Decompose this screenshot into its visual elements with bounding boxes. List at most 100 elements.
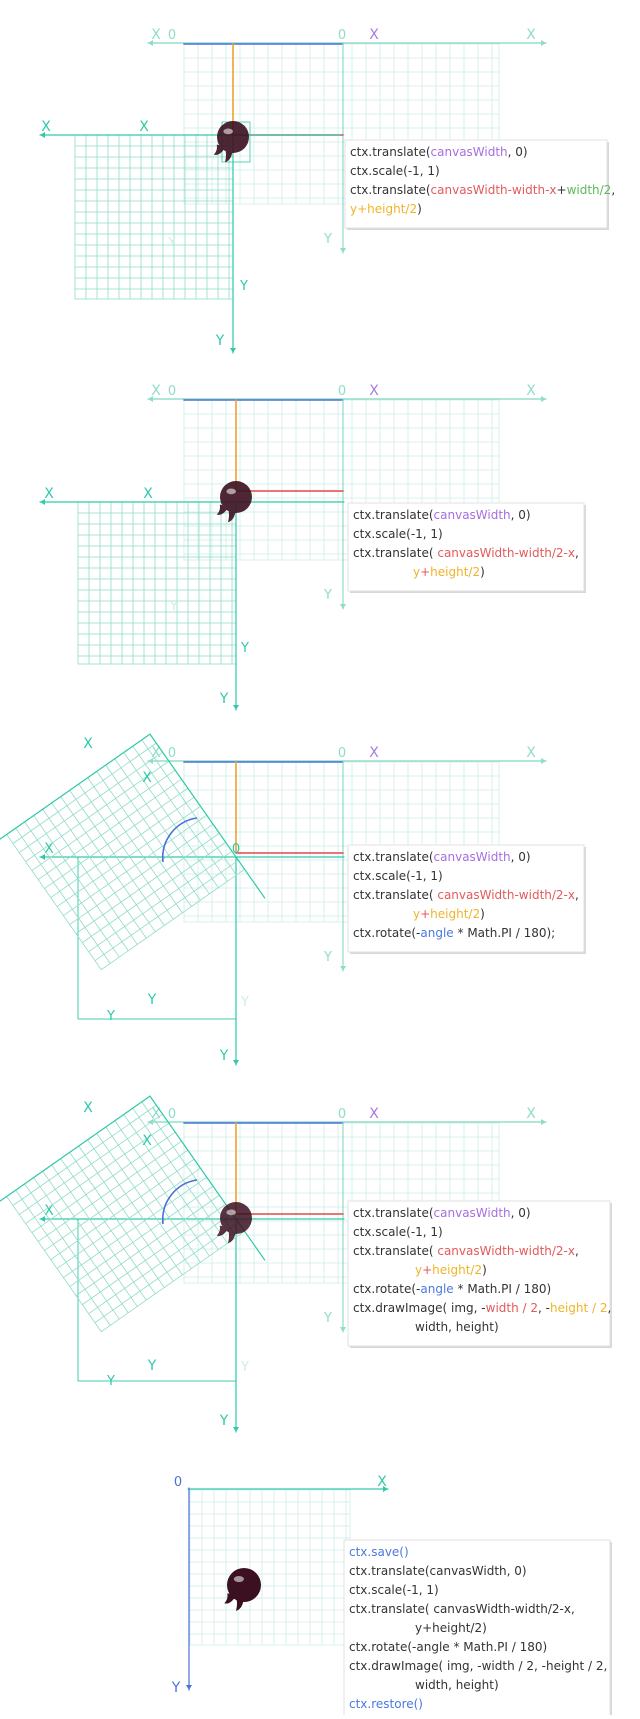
object-y-axis	[233, 501, 239, 711]
code-box-panel-1: ctx.translate(canvasWidth, 0)ctx.scale(-…	[344, 139, 615, 230]
rotation-angle-arc	[161, 817, 198, 863]
code-token: angle	[420, 1282, 453, 1296]
blob-body	[227, 1568, 261, 1602]
character-blob	[216, 481, 252, 523]
x-axis-label: X	[44, 486, 54, 502]
code-token: canvasWidth-width/2-x	[437, 888, 575, 902]
grid-line	[87, 777, 183, 914]
x-axis-label: X	[526, 383, 536, 399]
zero-label: 0	[168, 384, 176, 399]
code-token: ctx.translate(	[353, 1244, 437, 1258]
grid-line	[88, 850, 233, 952]
grid-line	[94, 859, 239, 961]
canvas-x-axis	[187, 1486, 389, 1492]
code-token: ctx.save()	[349, 1545, 409, 1559]
grid-line	[60, 796, 156, 933]
axis-arrowhead	[383, 1486, 388, 1492]
code-token: height/2	[430, 907, 480, 921]
code-token: ctx.scale(-1, 1)	[353, 527, 443, 541]
code-token: )	[480, 907, 485, 921]
code-box	[347, 844, 585, 953]
axis-arrowhead	[233, 1060, 239, 1065]
code-token: ctx.restore()	[349, 1697, 423, 1711]
code-line: ctx.restore()	[349, 1697, 423, 1711]
code-token: , -	[538, 1301, 550, 1315]
axis-arrowhead	[186, 1685, 192, 1690]
code-token: ,	[611, 183, 615, 197]
grid-line	[50, 796, 195, 898]
code-token: angle	[420, 926, 453, 940]
grid-line	[123, 752, 219, 888]
code-line: ctx.scale(-1, 1)	[353, 869, 443, 883]
code-token: ctx.rotate(-angle * Math.PI / 180)	[349, 1640, 547, 1654]
x-axis-label: X	[83, 736, 93, 752]
y-axis-label: Y	[240, 995, 249, 1010]
x-axis-label: X	[139, 119, 149, 135]
code-line: ctx.translate(canvasWidth, 0)	[353, 850, 531, 864]
code-token: +	[420, 565, 430, 579]
mirrored-grid	[74, 134, 234, 300]
y-axis-label: Y	[169, 599, 178, 613]
zero-label: 0	[232, 842, 240, 857]
grid-line	[78, 783, 174, 920]
character-blob	[216, 1202, 252, 1244]
code-token: , 0)	[511, 850, 531, 864]
zero-label: 0	[168, 1107, 176, 1122]
mirrored-x-axis	[39, 854, 345, 860]
code-token: ctx.scale(-1, 1)	[350, 164, 440, 178]
code-token: * Math.PI / 180);	[454, 926, 556, 940]
code-line: y+height/2)	[350, 202, 422, 216]
code-line: width, height)	[415, 1320, 499, 1334]
grid-line	[12, 1104, 157, 1206]
code-line: y+height/2)	[413, 907, 485, 921]
code-token: canvasWidth	[434, 1206, 511, 1220]
grid-line	[24, 821, 120, 958]
code-line: y+height/2)	[415, 1621, 487, 1635]
code-token: ctx.drawImage( img, -width / 2, -height …	[349, 1659, 607, 1673]
grid-line	[33, 1177, 129, 1313]
code-box	[347, 502, 585, 592]
code-token: ctx.rotate(-	[353, 1282, 420, 1296]
y-axis-label: Y	[147, 992, 157, 1008]
code-token: , 0)	[511, 508, 531, 522]
axis-arrowhead	[40, 1216, 45, 1222]
blob-highlight	[233, 1575, 244, 1583]
grid-line	[82, 1203, 226, 1305]
blob-body	[217, 121, 249, 153]
canvas-x-axis-right	[147, 40, 547, 46]
zero-label: 0	[338, 746, 346, 761]
canvas-x-axis-right	[147, 1119, 547, 1125]
code-token: ctx.translate(	[353, 888, 437, 902]
grid-line	[15, 1189, 111, 1326]
y-axis-label: Y	[323, 232, 332, 247]
code-token: y	[415, 1263, 422, 1277]
code-token: ctx.drawImage( img, -	[353, 1301, 486, 1315]
code-token: ctx.translate(canvasWidth, 0)	[349, 1564, 527, 1578]
code-line: ctx.translate( canvasWidth-width/2-x,	[353, 1244, 579, 1258]
axis-arrowhead	[233, 1427, 239, 1432]
y-axis-label: Y	[171, 1680, 181, 1696]
code-box-panel-5: ctx.save() ctx.translate(canvasWidth, 0) c…	[343, 1539, 612, 1719]
blob-body	[220, 1202, 252, 1234]
code-token: ctx.translate(	[350, 145, 431, 159]
code-line: ctx.translate(canvasWidth, 0)	[353, 1206, 531, 1220]
code-token: , 0)	[511, 1206, 531, 1220]
code-token: y	[413, 565, 420, 579]
axis-arrowhead	[541, 396, 546, 402]
x-axis-label: X	[44, 1203, 54, 1219]
grid-line	[51, 802, 147, 939]
x-axis-label: X	[151, 27, 161, 43]
rotated-x-axis	[0, 733, 151, 844]
object-y-axis	[233, 1218, 239, 1433]
x-axis-label: X	[41, 119, 51, 135]
canvas-grid	[189, 1489, 351, 1646]
code-line: ctx.translate(canvasWidth, 0)	[349, 1564, 527, 1578]
code-line: ctx.rotate(-angle * Math.PI / 180);	[353, 926, 555, 940]
code-token: ctx.translate(	[353, 850, 434, 864]
grid-line	[12, 742, 157, 844]
code-box-panel-4: ctx.translate(canvasWidth, 0)ctx.scale(-…	[347, 1200, 612, 1348]
code-box-panel-3: ctx.translate(canvasWidth, 0) ctx.scale(-…	[347, 844, 586, 954]
